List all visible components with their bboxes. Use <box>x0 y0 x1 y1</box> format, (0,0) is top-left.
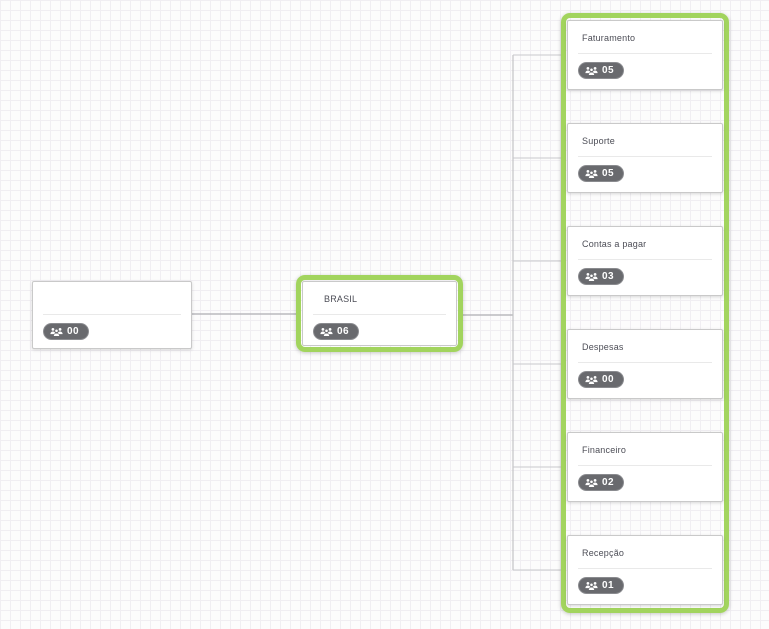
member-count-badge[interactable]: 05 <box>578 62 625 79</box>
divider <box>578 568 712 569</box>
node-title: Faturamento <box>582 33 636 43</box>
member-count: 02 <box>602 476 615 488</box>
member-count-badge[interactable]: 00 <box>43 323 90 340</box>
users-icon <box>585 375 598 385</box>
org-node-root[interactable]: 00 <box>32 281 192 349</box>
divider <box>578 465 712 466</box>
org-node-faturamento[interactable]: Faturamento 05 <box>567 20 723 90</box>
org-node-contas-a-pagar[interactable]: Contas a pagar 03 <box>567 226 723 296</box>
node-title: Suporte <box>582 136 615 146</box>
users-icon <box>50 327 63 337</box>
member-count-badge[interactable]: 02 <box>578 474 625 491</box>
member-count: 05 <box>602 167 615 179</box>
member-count-badge[interactable]: 06 <box>313 323 360 340</box>
org-node-despesas[interactable]: Despesas 00 <box>567 329 723 399</box>
divider <box>578 259 712 260</box>
member-count: 00 <box>602 373 615 385</box>
divider <box>43 314 181 315</box>
org-node-suporte[interactable]: Suporte 05 <box>567 123 723 193</box>
org-node-recepcao[interactable]: Recepção 01 <box>567 535 723 605</box>
users-icon <box>585 66 598 76</box>
member-count-badge[interactable]: 03 <box>578 268 625 285</box>
users-icon <box>585 581 598 591</box>
member-count: 00 <box>67 325 80 337</box>
member-count: 06 <box>337 325 350 337</box>
node-title: Financeiro <box>582 445 627 455</box>
users-icon <box>585 478 598 488</box>
divider <box>578 53 712 54</box>
member-count-badge[interactable]: 00 <box>578 371 625 388</box>
member-count-badge[interactable]: 05 <box>578 165 625 182</box>
node-title: BRASIL <box>324 294 358 304</box>
member-count: 05 <box>602 64 615 76</box>
node-title: Contas a pagar <box>582 239 647 249</box>
divider <box>313 314 446 315</box>
divider <box>578 362 712 363</box>
node-title: Recepção <box>582 548 625 558</box>
users-icon <box>585 272 598 282</box>
org-node-brasil[interactable]: BRASIL 06 <box>302 281 457 346</box>
member-count: 01 <box>602 579 615 591</box>
org-node-brasil-highlight[interactable]: BRASIL 06 <box>296 275 463 352</box>
divider <box>578 156 712 157</box>
users-icon <box>585 169 598 179</box>
org-children-group-highlight[interactable]: Faturamento 05 Suporte <box>561 13 729 613</box>
member-count: 03 <box>602 270 615 282</box>
node-title: Despesas <box>582 342 624 352</box>
org-node-financeiro[interactable]: Financeiro 02 <box>567 432 723 502</box>
users-icon <box>320 327 333 337</box>
member-count-badge[interactable]: 01 <box>578 577 625 594</box>
